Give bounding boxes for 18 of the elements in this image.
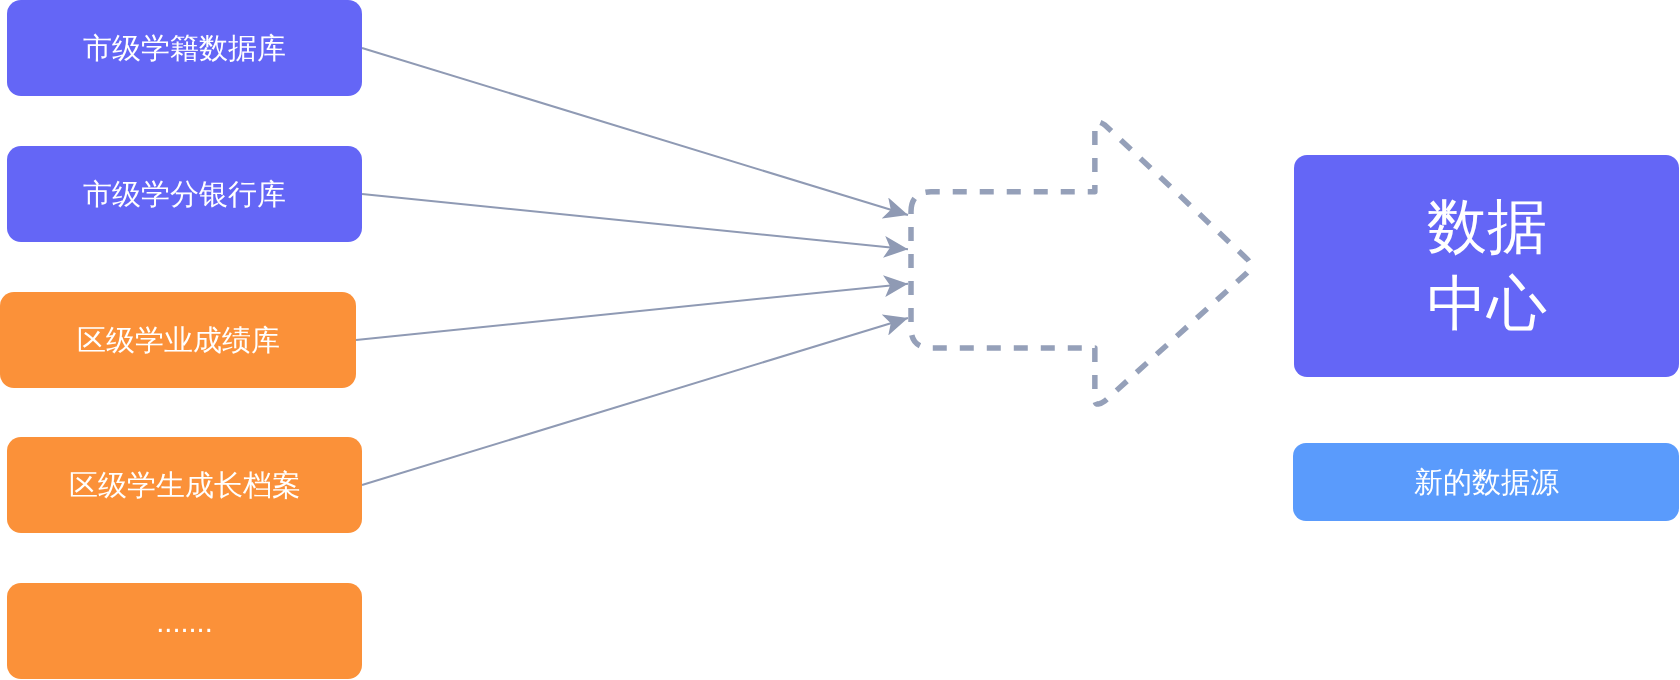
source-label: 新的数据源: [1413, 464, 1559, 500]
data-source-box: [7, 437, 362, 533]
arrow: [361, 193, 909, 258]
data-source-box: [7, 146, 362, 242]
data-source-box: [7, 583, 362, 679]
ellipsis-label: .......: [156, 604, 213, 640]
new-source-box: [1293, 443, 1679, 521]
data-center-box: [1294, 155, 1679, 377]
source-label: 市级学分银行库: [83, 176, 286, 212]
source-label: 区级学生成长档案: [68, 467, 301, 503]
source-label: 市级学籍数据库: [83, 30, 286, 66]
arrow: [361, 314, 909, 486]
data-source-box: [0, 292, 356, 388]
arrow: [355, 275, 909, 341]
arrow: [361, 47, 909, 219]
source-label: 区级学业成绩库: [76, 322, 280, 358]
data-source-box: [7, 0, 362, 96]
center-label: 数据中心: [1425, 192, 1548, 339]
